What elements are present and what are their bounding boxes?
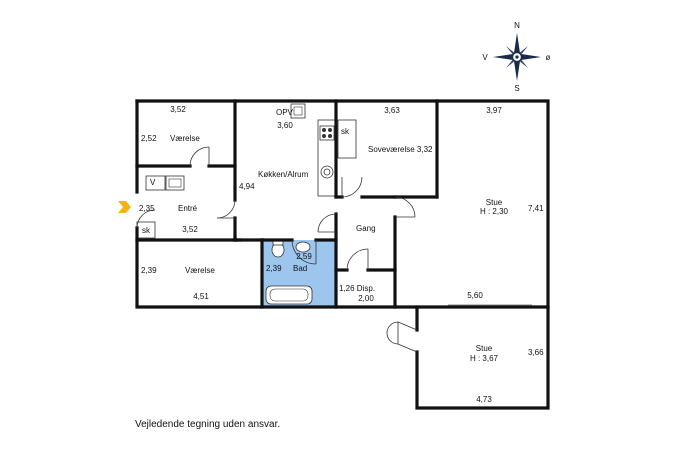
- stue2-height: 3,66: [528, 348, 544, 357]
- disp-width: 2,00: [358, 294, 374, 303]
- bad-height: 2,39: [266, 264, 282, 273]
- bad-name: Bad: [293, 264, 307, 273]
- entrance-arrow-icon: [118, 201, 131, 213]
- entre-cabinet-v: [145, 175, 166, 191]
- stue1-name: Stue: [486, 198, 503, 207]
- bathtub-icon: [265, 285, 313, 305]
- compass-s: S: [514, 84, 519, 93]
- vaerelse1-width: 3,52: [170, 105, 186, 114]
- vaerelse2-width: 4,51: [193, 292, 209, 301]
- opv-sink-icon: [290, 103, 306, 119]
- vaerelse2-name: Værelse: [185, 266, 215, 275]
- stue1-ceiling: H : 2,30: [480, 207, 509, 216]
- entre-sink-icon: [165, 175, 185, 191]
- stue2-name: Stue: [476, 344, 493, 353]
- vaerelse2-height: 2,39: [141, 266, 157, 275]
- gang-name: Gang: [356, 224, 376, 233]
- walls: [135, 99, 550, 410]
- sove-closet: [337, 119, 357, 159]
- stue1-bottom: 5,60: [467, 291, 483, 300]
- disclaimer-caption: Vejledende tegning uden ansvar.: [135, 419, 280, 430]
- compass-o: ø: [546, 53, 551, 62]
- washbasin-icon: [295, 241, 311, 253]
- stue1-height: 7,41: [528, 204, 544, 213]
- entre-closet-label: sk: [142, 226, 151, 235]
- vaerelse1-name: Værelse: [170, 134, 200, 143]
- stue2-ceiling: H : 3,67: [470, 354, 499, 363]
- door-swings: [136, 146, 418, 353]
- sove-width: 3,63: [384, 106, 400, 115]
- entre-width: 3,52: [182, 225, 198, 234]
- sove-name: Soveværelse 3,32: [368, 145, 433, 154]
- entre-height: 2,35: [139, 204, 155, 213]
- stue1-width: 3,97: [486, 106, 502, 115]
- kokken-name: Køkken/Alrum: [258, 170, 309, 179]
- kokken-height: 4,94: [239, 182, 255, 191]
- kokken-opv: OPV: [276, 108, 294, 117]
- compass-rose-icon: [493, 33, 541, 81]
- kitchen-sink-icon: [320, 165, 334, 179]
- bad-width: 2,59: [296, 252, 312, 261]
- kokken-width: 3,60: [277, 121, 293, 130]
- compass-n: N: [514, 21, 520, 30]
- stue2-width: 4,73: [476, 395, 492, 404]
- entre-name: Entré: [178, 204, 198, 213]
- disp-name: 1,26 Disp.: [339, 284, 375, 293]
- vaerelse1-height: 2,52: [141, 134, 157, 143]
- entre-v: V: [150, 178, 156, 187]
- sove-closet-label: sk: [341, 127, 350, 136]
- compass-v: V: [482, 53, 488, 62]
- stove-icon: [319, 125, 335, 141]
